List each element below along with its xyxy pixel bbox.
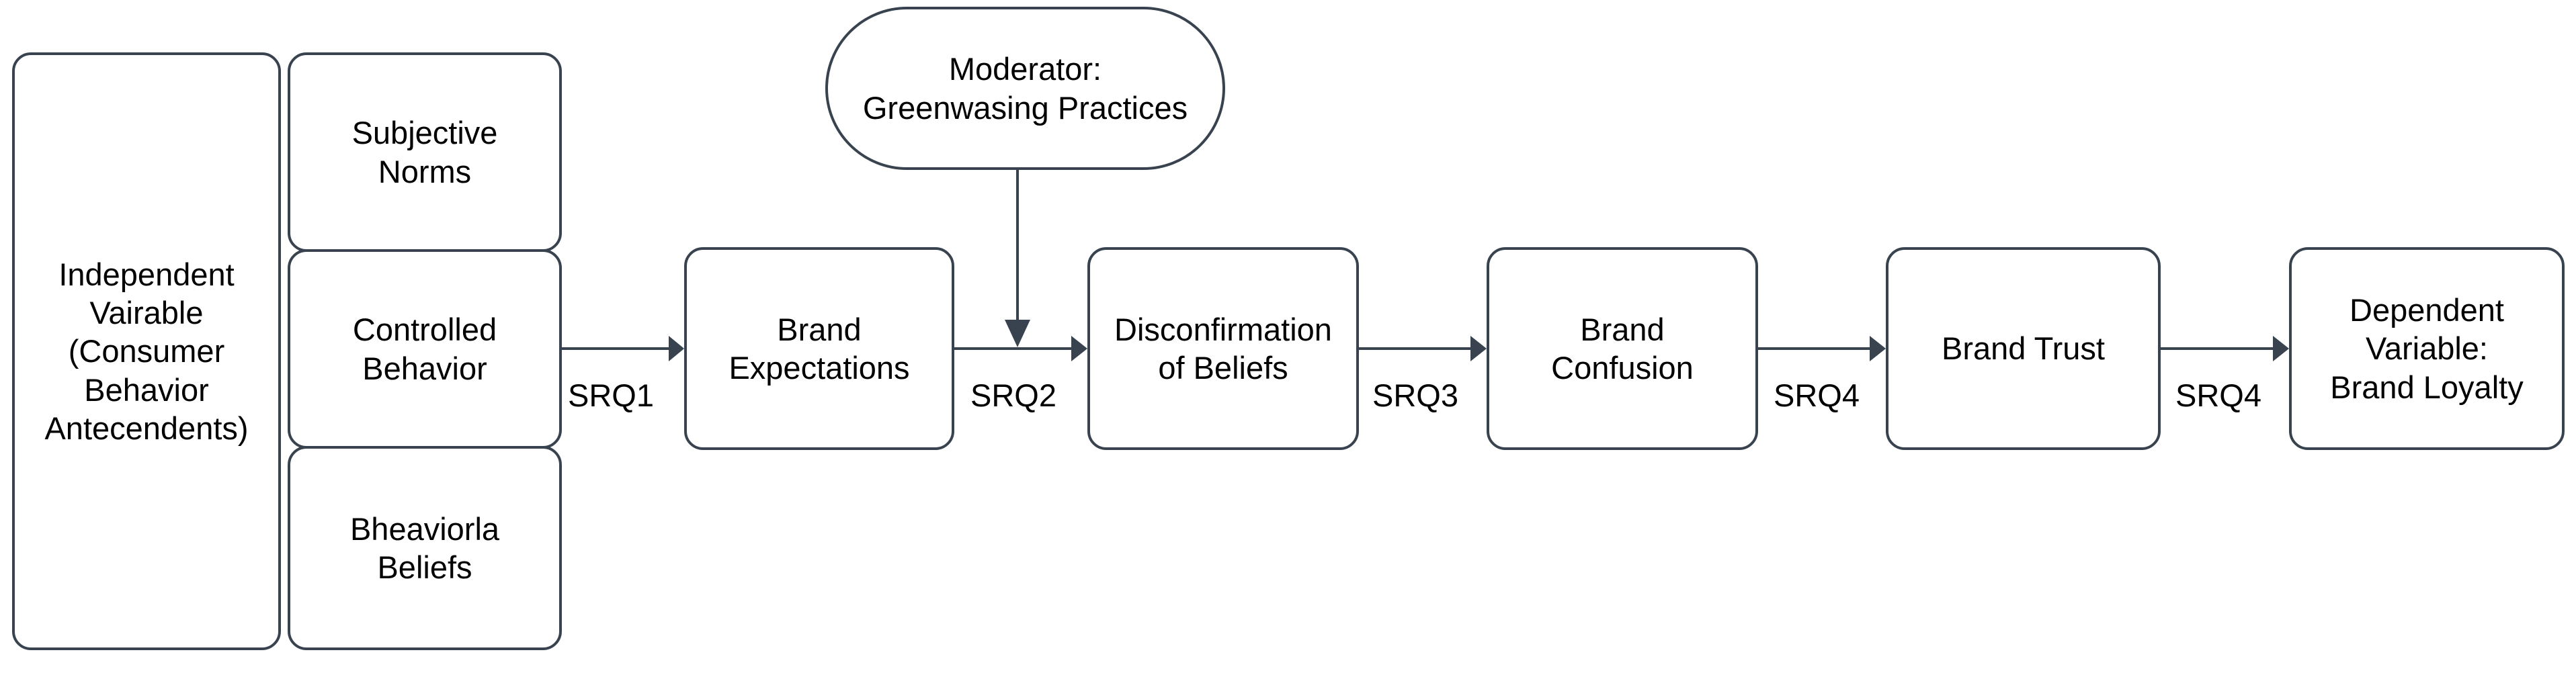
node-brand-expectations[interactable]: Brand Expectations (684, 247, 954, 450)
edge-srq1 (562, 336, 684, 361)
node-dependent-variable[interactable]: Dependent Variable: Brand Loyalty (2289, 247, 2565, 450)
node-disconfirmation-of-beliefs[interactable]: Disconfirmation of Beliefs (1087, 247, 1359, 450)
node-behavioral-beliefs[interactable]: Bheaviorla Beliefs (288, 446, 562, 650)
node-moderator[interactable]: Moderator: Greenwasing Practices (825, 7, 1225, 170)
edge-srq4-a (1758, 336, 1886, 361)
edge-label-srq4-a: SRQ4 (1774, 377, 1860, 413)
node-independent-variable[interactable]: Independent Vairable (Consumer Behavior … (12, 52, 281, 650)
node-subjective-norms[interactable]: Subjective Norms (288, 52, 562, 252)
edge-moderator-to-srq2 (1005, 170, 1030, 347)
node-brand-confusion[interactable]: Brand Confusion (1487, 247, 1758, 450)
node-controlled-behavior[interactable]: Controlled Behavior (288, 249, 562, 449)
edge-label-srq1: SRQ1 (568, 377, 654, 413)
edge-label-srq3: SRQ3 (1372, 377, 1458, 413)
edge-srq2 (954, 336, 1087, 361)
edge-srq3 (1359, 336, 1487, 361)
node-brand-trust[interactable]: Brand Trust (1886, 247, 2161, 450)
edge-label-srq4-b: SRQ4 (2175, 377, 2261, 413)
edge-label-srq2: SRQ2 (970, 377, 1056, 413)
edge-srq4-b (2161, 336, 2289, 361)
